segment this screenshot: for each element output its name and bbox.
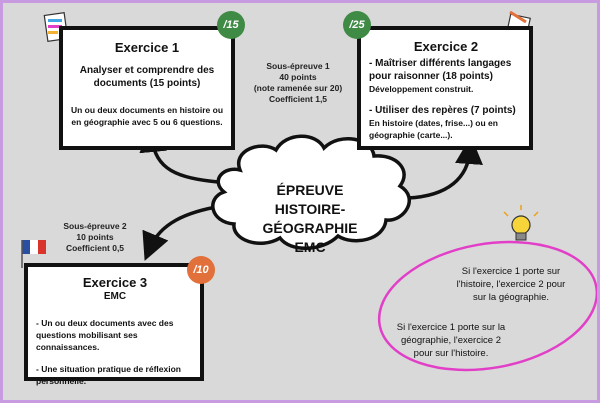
exercise-2-item1-detail: Développement construit. bbox=[369, 84, 474, 94]
exercise-3-subtitle: EMC bbox=[103, 291, 127, 302]
lightbulb-icon bbox=[503, 205, 539, 241]
center-title-line1: ÉPREUVE bbox=[276, 182, 344, 198]
tip-1-line1: Si l'exercice 1 porte sur bbox=[461, 266, 561, 277]
exercise-2-item2-detail-line2: géographie (carte...). bbox=[369, 130, 453, 140]
exercise-3-item2-line1: - Une situation pratique de réflexion bbox=[36, 364, 181, 374]
sub-exam-1-line4: Coefficient 1,5 bbox=[268, 94, 328, 104]
exercise-2-title: Exercice 2 bbox=[413, 39, 479, 54]
sub-exam-2-line2: 10 points bbox=[76, 232, 114, 242]
exercise-1-badge: /15 bbox=[217, 11, 245, 39]
exercise-3-badge: /10 bbox=[187, 256, 215, 284]
sub-exam-1-line3: (note ramenée sur 20) bbox=[253, 83, 343, 93]
exercise-2-item1-line2: pour raisonner (18 points) bbox=[369, 71, 493, 82]
exercise-1-body-line2: en géographie avec 5 ou 6 questions. bbox=[71, 117, 223, 127]
highlight-circle bbox=[377, 240, 597, 372]
center-title-line2: HISTOIRE-GÉOGRAPHIE bbox=[262, 201, 358, 236]
exercise-3-item1-line1: - Un ou deux documents avec des bbox=[36, 318, 174, 328]
exercise-1-title: Exercice 1 bbox=[114, 40, 180, 55]
exercise-2-item1: - Maîtriser différents langages pour rai… bbox=[369, 57, 523, 83]
exercise-3-title: Exercice 3 bbox=[82, 275, 148, 290]
tip-2-line3: pour sur l'histoire. bbox=[413, 348, 489, 359]
center-title-line3: EMC bbox=[294, 239, 326, 255]
tip-2-line1: Si l'exercice 1 porte sur la bbox=[396, 322, 506, 333]
exercise-2-item1-line1: - Maîtriser différents langages bbox=[369, 58, 512, 69]
arrow-to-exercise-3 bbox=[142, 204, 223, 261]
exercise-3-item1-line2: questions mobilisant ses connaissances. bbox=[36, 330, 138, 352]
arrow-to-exercise-2 bbox=[407, 136, 483, 200]
exercise-3-item2-line2: personnelle. bbox=[36, 376, 87, 386]
exercise-2-item2: - Utiliser des repères (7 points) bbox=[369, 105, 516, 116]
exercise-1-subtitle: Analyser et comprendre des documents (15… bbox=[63, 64, 231, 90]
exercise-1-subtitle-line2: documents (15 points) bbox=[93, 78, 201, 89]
tip-1-line3: sur la géographie. bbox=[472, 292, 550, 303]
exercise-2-card: Exercice 2 - Maîtriser différents langag… bbox=[357, 26, 533, 150]
exercise-3-item2: - Une situation pratique de réflexion pe… bbox=[36, 363, 194, 387]
exercise-3-card: Exercice 3 EMC - Un ou deux documents av… bbox=[24, 263, 204, 386]
sub-exam-2-line3: Coefficient 0,5 bbox=[65, 243, 125, 253]
exercise-3-item1: - Un ou deux documents avec des question… bbox=[36, 317, 194, 353]
tip-2-line2: géographie, l'exercice 2 bbox=[400, 335, 502, 346]
sub-exam-2-line1: Sous-épreuve 2 bbox=[63, 221, 127, 231]
flag-icon bbox=[21, 240, 46, 268]
tip-1: Si l'exercice 1 porte sur l'histoire, l'… bbox=[441, 265, 581, 304]
sub-exam-1-note: Sous-épreuve 1 40 points (note ramenée s… bbox=[243, 61, 353, 105]
exercise-2-item2-detail: En histoire (dates, frise...) ou en géog… bbox=[369, 117, 523, 141]
exercise-2-item2-detail-line1: En histoire (dates, frise...) ou en bbox=[369, 118, 498, 128]
exercise-2-badge: /25 bbox=[343, 11, 371, 39]
sub-exam-2-note: Sous-épreuve 2 10 points Coefficient 0,5 bbox=[45, 221, 145, 254]
exercise-1-card: Exercice 1 Analyser et comprendre des do… bbox=[59, 26, 235, 150]
cloud-shape bbox=[211, 134, 411, 250]
sub-exam-1-line2: 40 points bbox=[279, 72, 317, 82]
exercise-1-subtitle-line1: Analyser et comprendre des bbox=[79, 65, 215, 76]
sub-exam-1-line1: Sous-épreuve 1 bbox=[266, 61, 330, 71]
tip-1-line2: l'histoire, l'exercice 2 pour bbox=[456, 279, 566, 290]
exercise-1-body-line1: Un ou deux documents en histoire ou bbox=[70, 105, 224, 115]
center-title: ÉPREUVE HISTOIRE-GÉOGRAPHIE EMC bbox=[235, 181, 385, 257]
exercise-1-body: Un ou deux documents en histoire ou en g… bbox=[63, 104, 231, 128]
tip-2: Si l'exercice 1 porte sur la géographie,… bbox=[381, 321, 521, 360]
